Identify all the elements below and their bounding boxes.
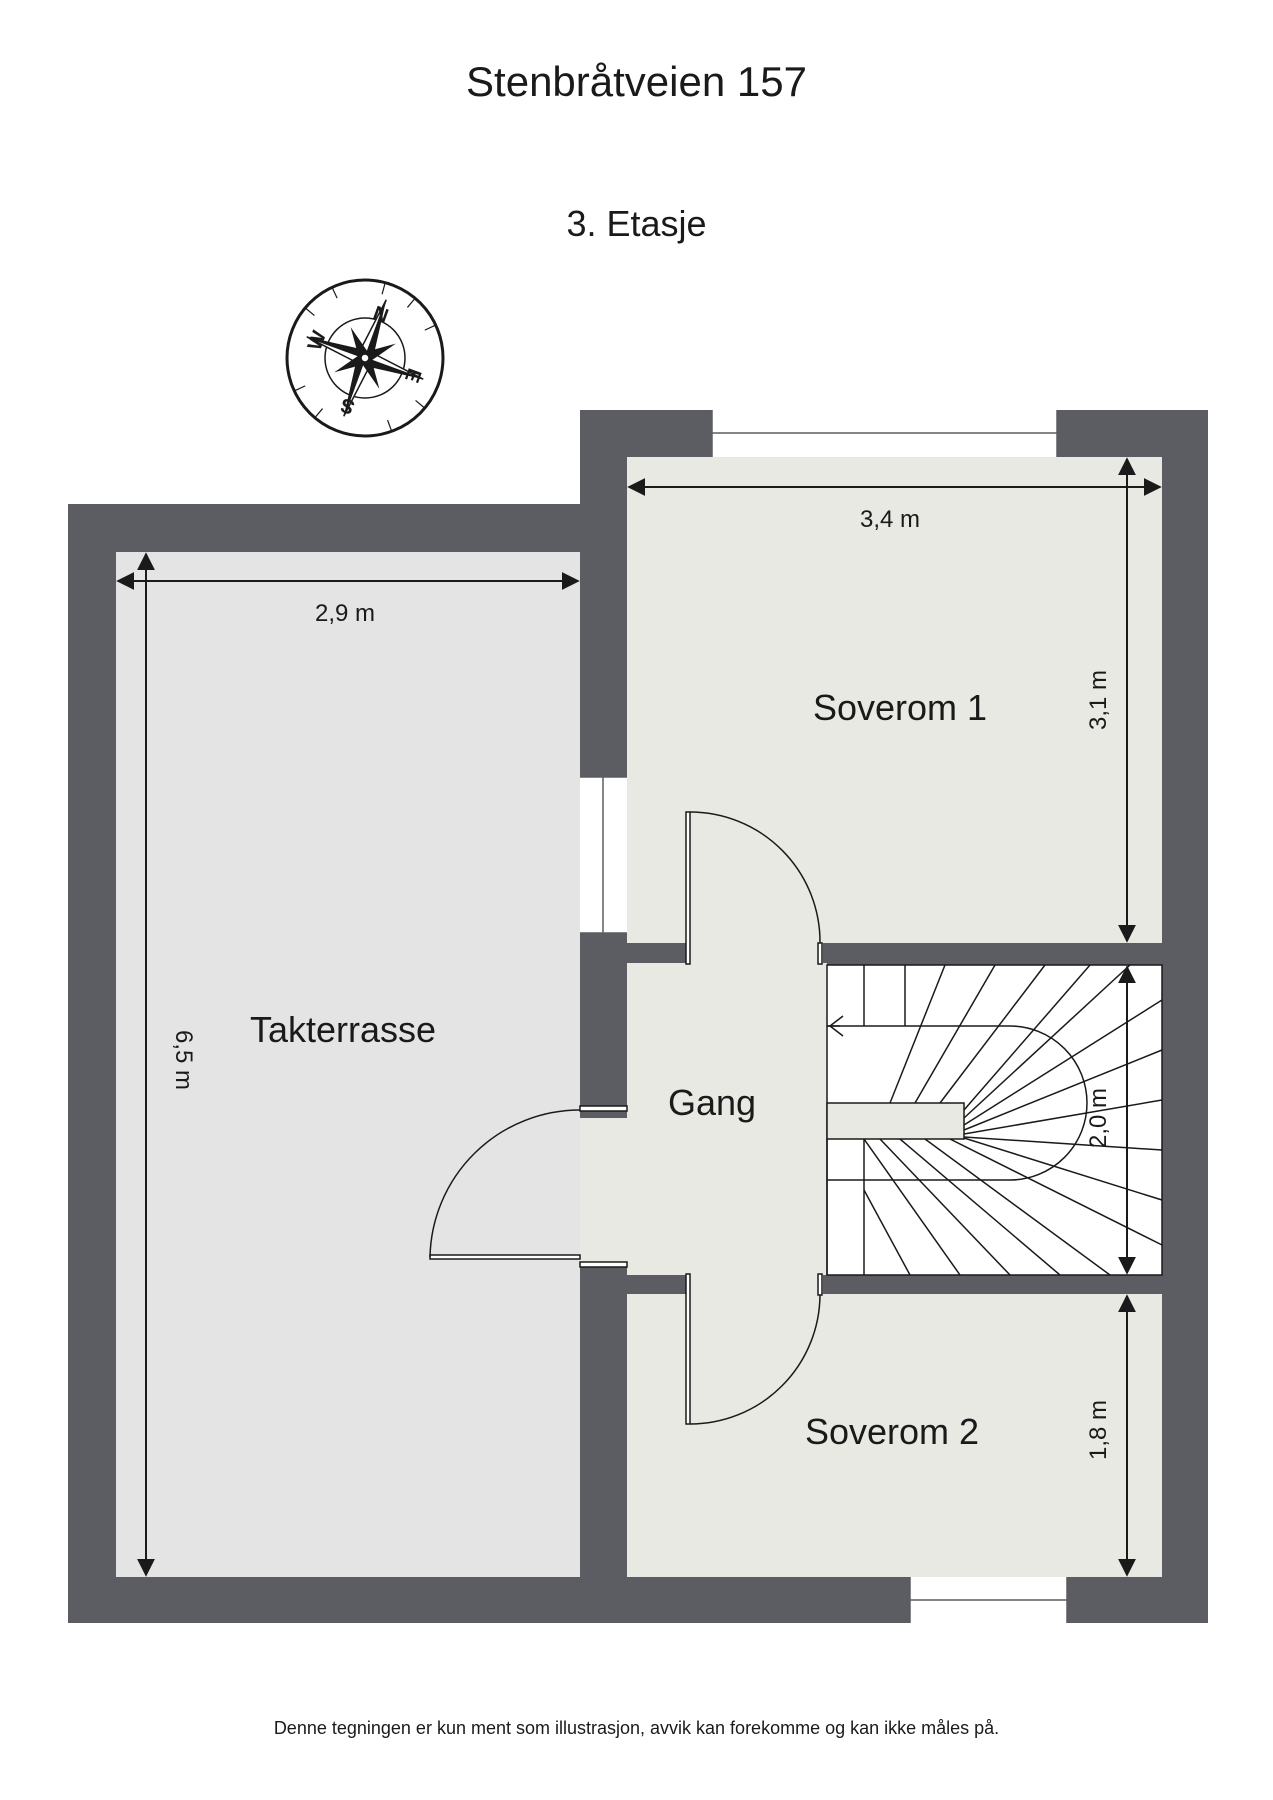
- dim-bedroom1-width: 3,4 m: [860, 506, 920, 533]
- stair-treads: [826, 964, 1163, 1276]
- window-top: [711, 410, 1058, 457]
- dimension-lines: [116, 457, 1162, 1577]
- compass-rose-icon: N E S W: [285, 278, 445, 438]
- bedroom1-floor: [627, 457, 1162, 943]
- room-label-bedroom1: Soverom 1: [813, 687, 987, 728]
- window-bottom: [909, 1577, 1068, 1623]
- room-label-bedroom2: Soverom 2: [805, 1411, 979, 1452]
- dim-terrace-length: 6,5 m: [170, 1030, 197, 1090]
- dim-stair-depth: 2,0 m: [1085, 1088, 1112, 1148]
- door-terrace: [429, 1105, 628, 1268]
- bedroom1-door-opening: [688, 943, 823, 964]
- room-label-hall: Gang: [668, 1082, 756, 1123]
- hall-opening: [580, 1118, 628, 1262]
- dim-terrace-width: 2,9 m: [315, 600, 375, 627]
- plan-title: Stenbråtveien 157: [466, 58, 807, 105]
- window-terrace: [580, 776, 627, 934]
- bedroom2-floor: [627, 1294, 1162, 1577]
- dim-bedroom1-depth: 3,1 m: [1085, 670, 1112, 730]
- hall-floor: [627, 963, 827, 1275]
- terrace-floor: [116, 552, 580, 1577]
- room-label-terrace: Takterrasse: [250, 1009, 436, 1050]
- door-bedroom1: [685, 811, 823, 965]
- door-bedroom2: [685, 1273, 823, 1425]
- disclaimer-text: Denne tegningen er kun ment som illustra…: [273, 1718, 1000, 1738]
- compass-north: N: [370, 302, 391, 328]
- bedroom2-door-opening: [688, 1274, 823, 1295]
- dim-bedroom2-depth: 1,8 m: [1085, 1400, 1112, 1460]
- floor-label: 3. Etasje: [566, 203, 707, 244]
